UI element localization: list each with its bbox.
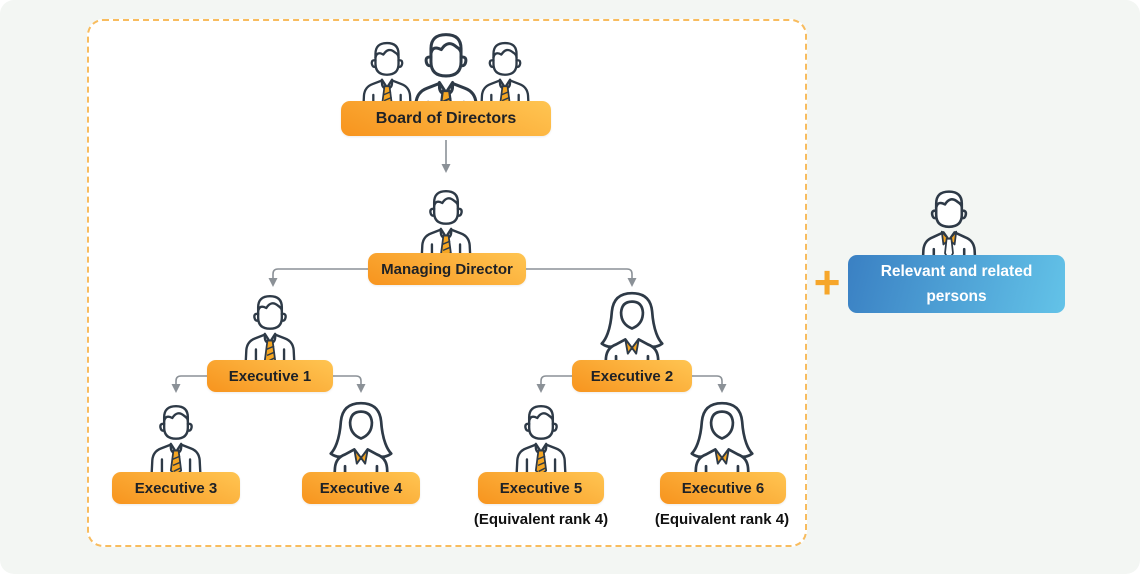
node-executive-5: Executive 5 <box>478 472 604 504</box>
plus-icon: + <box>813 256 841 308</box>
businesswoman-icon <box>329 401 393 483</box>
node-executive-4: Executive 4 <box>302 472 420 504</box>
node-executive-2: Executive 2 <box>572 360 692 392</box>
businessman-icon <box>420 189 472 260</box>
businessman-icon <box>515 404 567 475</box>
node-relevant-related-persons: Relevant and related persons <box>848 255 1065 313</box>
equivalent-rank-note: (Equivalent rank 4) <box>654 511 790 528</box>
businessman-orange-collar-icon <box>921 190 977 266</box>
equivalent-rank-note: (Equivalent rank 4) <box>473 511 609 528</box>
businessman-icon <box>150 404 202 475</box>
businessman-icon <box>244 294 296 365</box>
node-executive-3: Executive 3 <box>112 472 240 504</box>
node-executive-1: Executive 1 <box>207 360 333 392</box>
node-managing-director: Managing Director <box>368 253 526 285</box>
node-board-of-directors: Board of Directors <box>341 101 551 136</box>
node-executive-6: Executive 6 <box>660 472 786 504</box>
businesswoman-icon <box>690 401 754 483</box>
